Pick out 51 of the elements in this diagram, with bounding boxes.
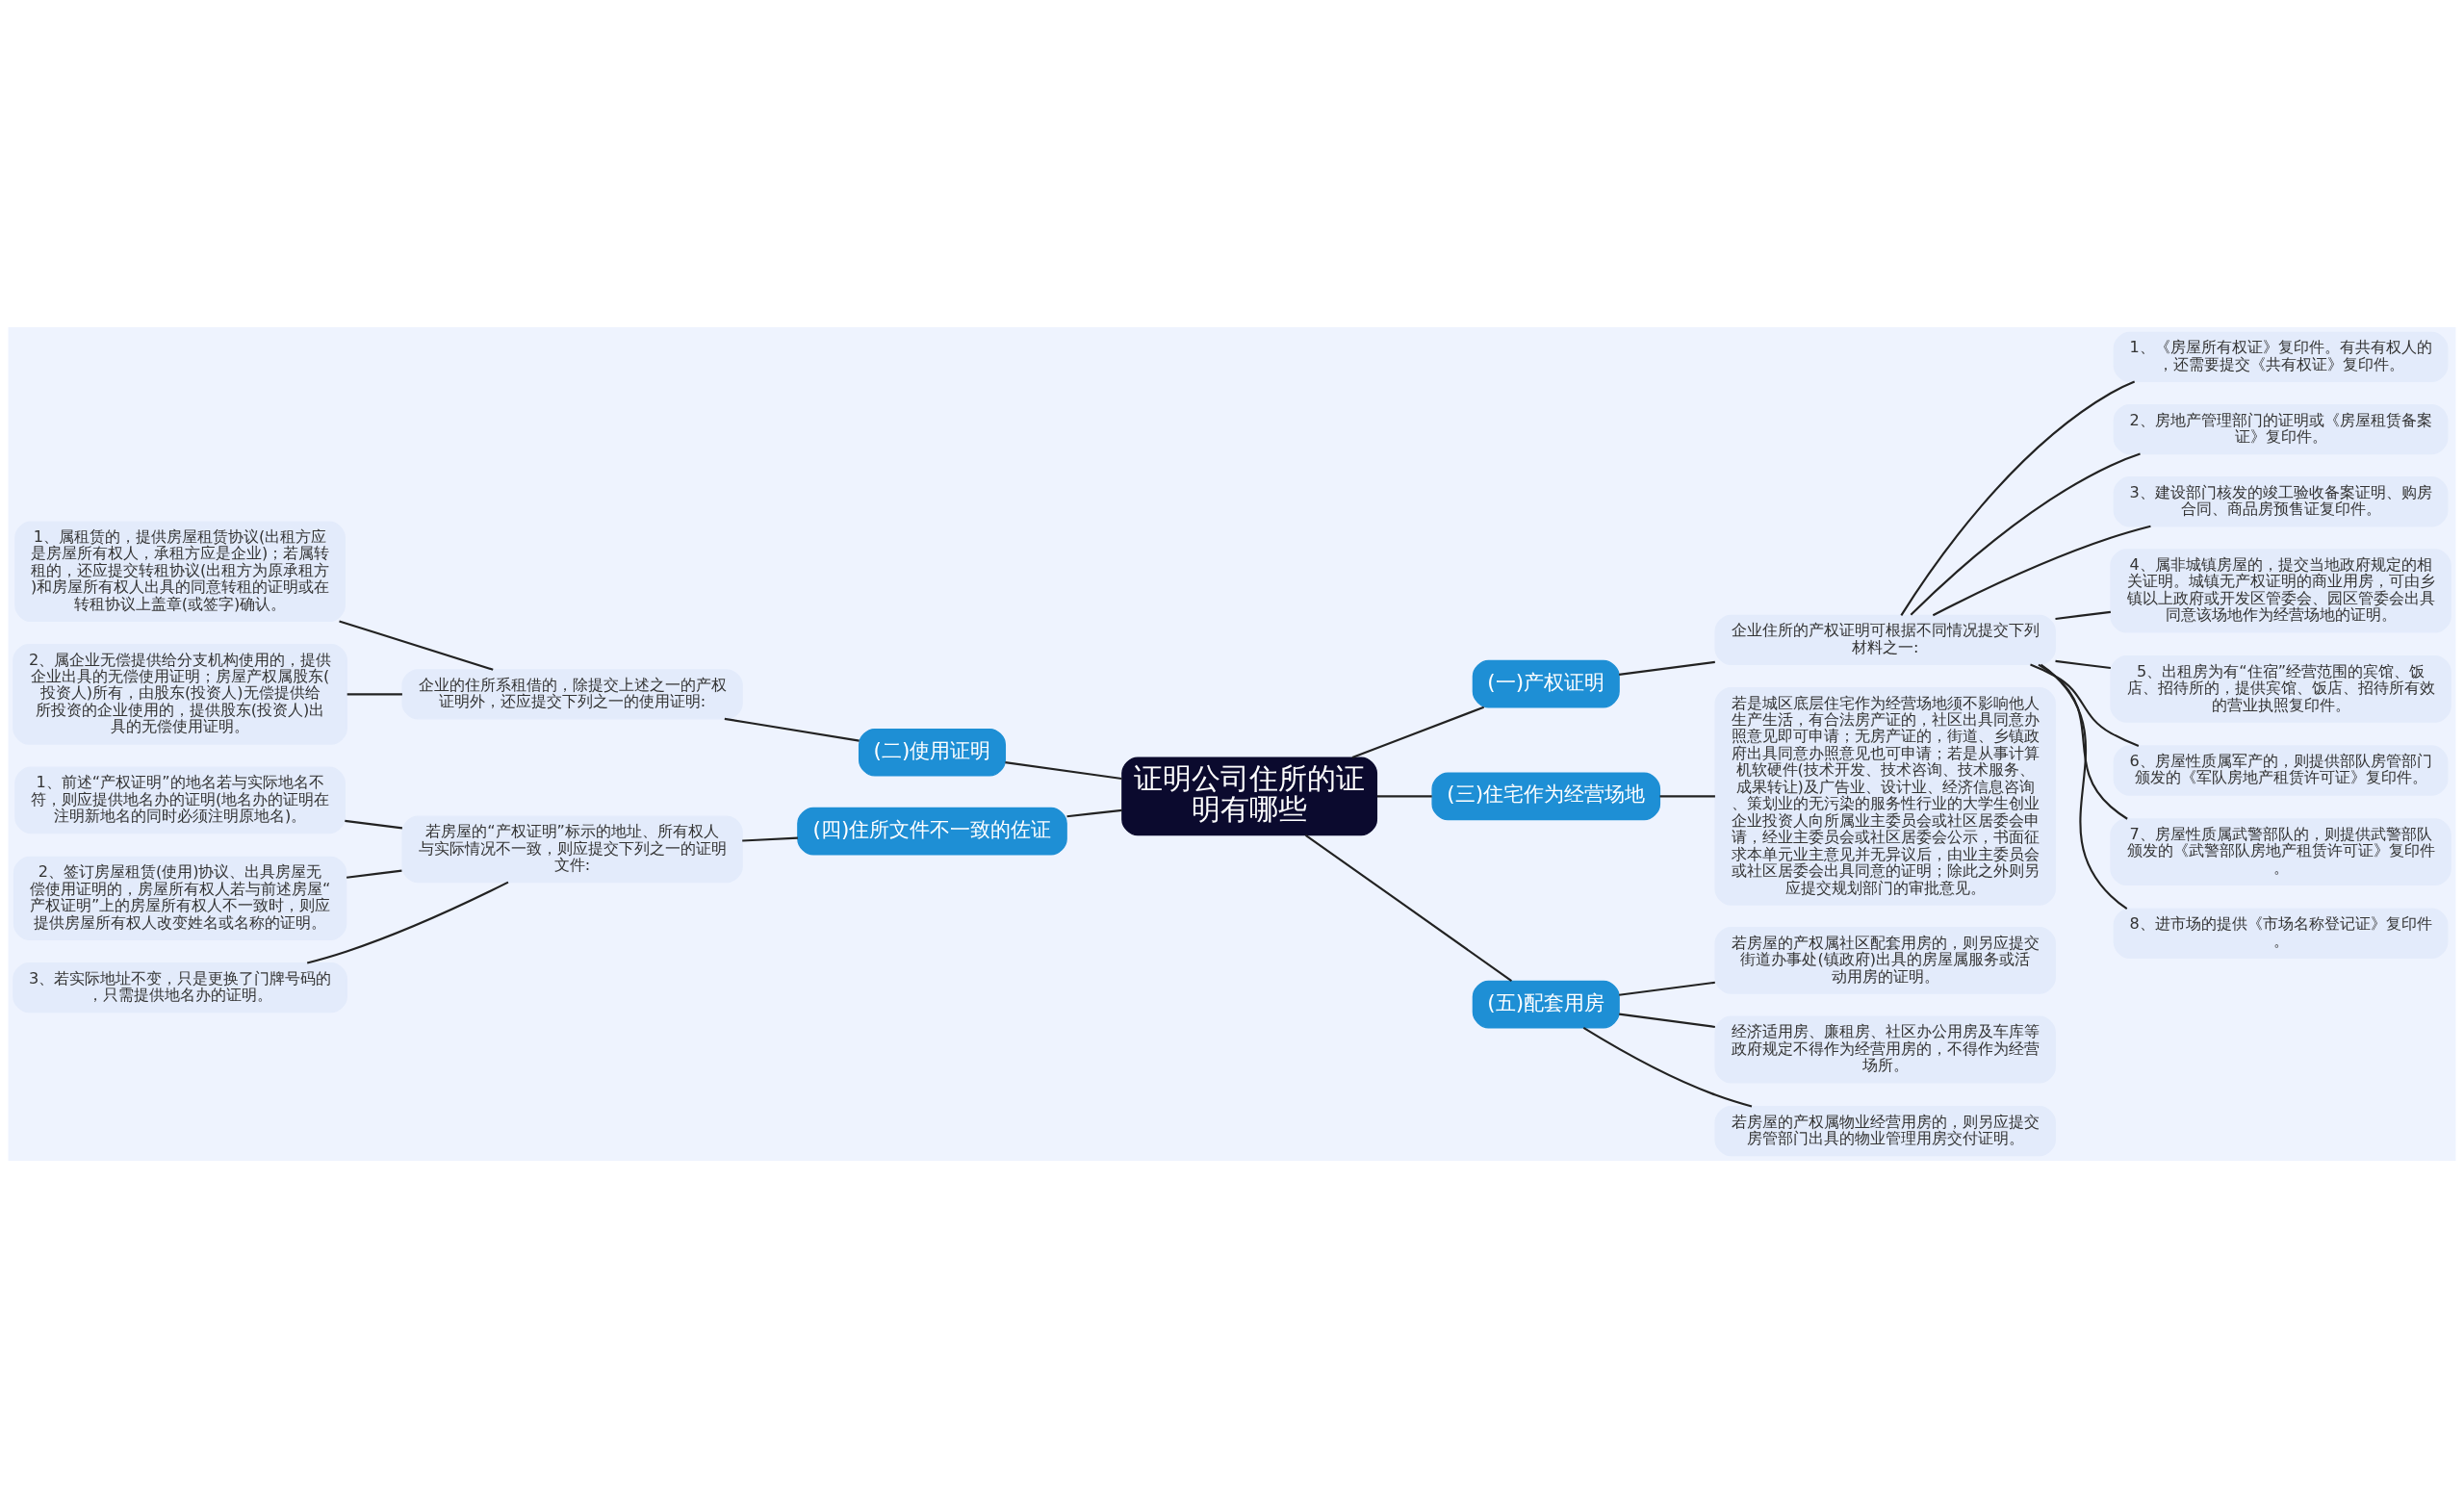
connector	[1619, 1013, 1715, 1028]
node-box: 若房屋的“产权证明”标示的地址、所有权人与实际情况不一致，则应提交下列之一的证明文件:	[401, 815, 743, 884]
connector	[346, 693, 402, 696]
node-box: 证明公司住所的证明有哪些	[1121, 757, 1378, 836]
node-box: (一)产权证明	[1472, 659, 1620, 708]
connector	[1619, 660, 1715, 676]
node-box: 5、出租房为有“住宿”经营范围的宾馆、饭店、招待所的，提供宾馆、饭店、招待所有效的营业执照复印件。	[2110, 655, 2451, 723]
node-box: 企业住所的产权证明可根据不同情况提交下列材料之一:	[1714, 614, 2056, 666]
node-box: (二)使用证明	[859, 728, 1007, 777]
node-box: 7、房屋性质属武警部队的，则提供武警部队颁发的《武警部队房地产租赁许可证》复印件。	[2110, 818, 2451, 885]
connector	[1304, 834, 1513, 982]
connector	[1910, 452, 2141, 616]
node-box: 3、建设部门核发的竣工验收备案证明、购房合同、商品房预售证复印件。	[2113, 476, 2449, 527]
connector	[1582, 1027, 1753, 1108]
node-box: 经济适用房、廉租房、社区办公用房及车库等政府规定不得作为经营用房的，不得作为经营场所。	[1714, 1015, 2056, 1084]
connector	[2055, 659, 2111, 670]
node-box: 若房屋的产权属物业经营用房的，则另应提交房管部门出具的物业管理用房交付证明。	[1714, 1105, 2056, 1157]
connector	[2055, 610, 2111, 621]
node-box: 2、签订房屋租赁(使用)协议、出具房屋无偿使用证明的，房屋所有权人若与前述房屋“产权证明”上的房屋所有权人不一致时，则应提供房屋所有权人改变姓名或名称的证明。	[13, 856, 347, 941]
node-box: 1、前述“产权证明”的地名若与实际地名不符，则应提供地名办的证明(地名办的证明在注明新地名的同时必须注明原地名)。	[14, 766, 346, 834]
node-box: (四)住所文件不一致的佐证	[797, 807, 1067, 856]
connector	[2038, 663, 2128, 820]
node-box: 若房屋的产权属社区配套用房的，则另应提交街道办事处(镇政府)出具的房屋属服务或活动用房的证明。	[1714, 927, 2056, 994]
connector	[2030, 663, 2140, 747]
connector	[742, 836, 798, 842]
node-box: 3、若实际地址不变，只是更换了门牌号码的，只需提供地名办的证明。	[13, 962, 347, 1013]
connector	[339, 620, 494, 671]
connector	[1619, 981, 1715, 996]
connector	[1900, 380, 2136, 616]
node-box: 4、属非城镇房屋的，提交当地政府规定的相关证明。城镇无产权证明的商业用房，可由乡镇以上政府或开发区管委会、园区管委会出具同意该场地作为经营场地的证明。	[2110, 549, 2451, 633]
node-box: 1、属租赁的，提供房屋租赁协议(出租方应是房屋所有权人，承租方应是企业)；若属转租的，还应提交转租协议(出租方为原承租方)和房屋所有权人出具的同意转租的证明或在转租协议上盖章(或签字)确认。	[14, 521, 346, 623]
connector	[1659, 795, 1715, 798]
connector	[346, 869, 402, 879]
connector	[306, 881, 509, 964]
node-box: 1、《房屋所有权证》复印件。有共有权人的，还需要提交《共有权证》复印件。	[2113, 331, 2449, 383]
connector	[1376, 795, 1432, 798]
node-box: 2、房地产管理部门的证明或《房屋租赁备案证》复印件。	[2113, 403, 2449, 455]
connector	[1005, 761, 1122, 781]
node-box: 若是城区底层住宅作为经营场地须不影响他人生产生活，有合法房产证的，社区出具同意办照意见即可申请；无房产证的，街道、乡镇政府出具同意办照意见也可申请；若是从事计算机软硬件(技术开发、技术咨询、技术服务、成果转让)及广告业、设计业、经济信息咨询、策划业的无污染的服务性行业的大学生创业企业投资人向所属业主委员会或社区居委会申请，经业主委员会或社区居委会公示，书面征求本单元业主意见并无异议后，由业主委员会或社区居委会出具同意的证明；除此之外则另应提交规划部门的审批意见。	[1714, 686, 2056, 906]
node-box: (五)配套用房	[1472, 980, 1620, 1029]
node-box: 企业的住所系租借的，除提交上述之一的产权证明外，还应提交下列之一的使用证明:	[401, 669, 743, 720]
node-box: 8、进市场的提供《市场名称登记证》复印件。	[2113, 908, 2449, 959]
connector	[1932, 525, 2151, 617]
connector	[345, 819, 403, 830]
connector	[724, 717, 860, 742]
connector	[1351, 706, 1485, 759]
connector	[1066, 808, 1122, 818]
connector	[2040, 663, 2128, 910]
node-box: (三)住宅作为经营场地	[1431, 772, 1661, 821]
node-box: 2、属企业无偿提供给分支机构使用的，提供企业出具的无偿使用证明；房屋产权属股东(投资人)所有，由股东(投资人)无偿提供给所投资的企业使用的，提供股东(投资人)出具的无偿使用证明。	[13, 643, 347, 745]
node-box: 6、房屋性质属军产的，则提供部队房管部门颁发的《军队房地产租赁许可证》复印件。	[2113, 745, 2449, 796]
